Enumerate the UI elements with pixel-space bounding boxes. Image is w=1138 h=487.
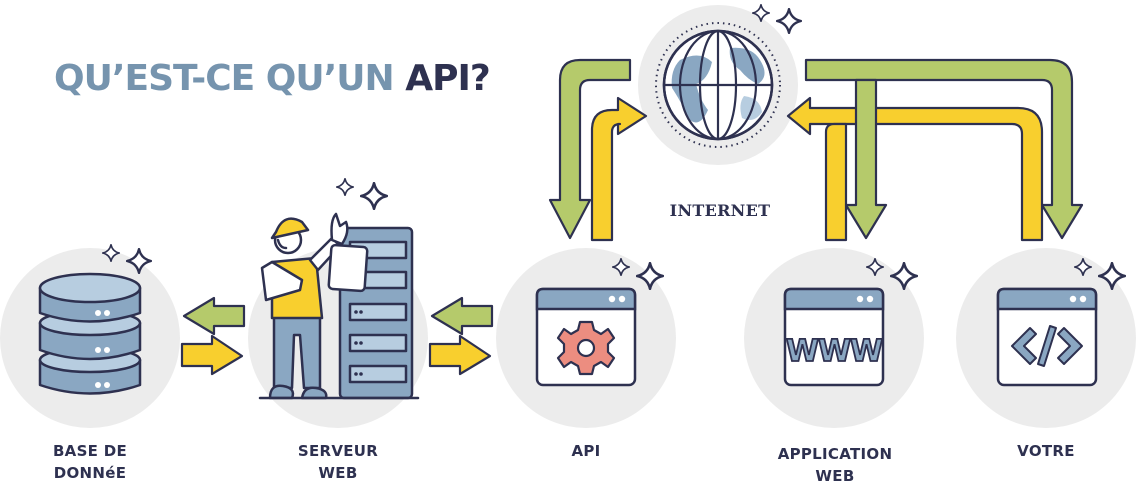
label-line: DONNéE [53,464,127,482]
sparkle-large-icon [776,8,802,34]
label-line: WEB [815,467,855,485]
green-arrow-internet-to-yours [804,58,1084,240]
yellow-arrow-api-to-internet [590,96,648,242]
yours-label: VOTRE [996,440,1096,462]
yellow-arrow-yours-to-internet [786,96,1044,242]
title-accent: API [405,58,471,99]
label-line: BASE DE [52,442,128,460]
green-arrow-api-to-server [430,296,494,336]
api-label: API [536,440,636,462]
label-line: INTERNET [669,201,771,220]
server-worker-icon [258,212,420,400]
globe-icon [655,22,781,148]
gear-window-icon [535,287,637,387]
green-arrow-internet-to-webapp [844,78,888,240]
www-window-icon: WWW [783,287,885,387]
yellow-arrow-db-to-server [180,334,244,376]
label-line: API [571,442,601,460]
internet-label: INTERNET [650,200,790,222]
label-line: APPLICATION [777,445,893,463]
page-title: QU’EST-CE QU’UN API? [54,58,491,99]
webapp-label: APPLICATION WEB [770,443,900,487]
label-line: WEB [318,464,358,482]
green-arrow-internet-to-api [548,58,632,240]
title-prefix: QU’EST-CE QU’UN [54,58,406,99]
database-label: BASE DE DONNéE [40,440,140,484]
sparkle-large-icon [360,182,388,210]
label-line: SERVEUR [297,442,379,460]
server-label: SERVEUR WEB [288,440,388,484]
database-icon [38,272,142,395]
sparkle-small-icon [336,178,354,196]
code-window-icon [996,287,1098,387]
label-line: VOTRE [1017,442,1075,460]
green-arrow-server-to-db [182,296,246,336]
svg-text:WWW: WWW [786,334,883,369]
internet-to-apps-arrows [786,58,1084,242]
yellow-arrow-server-to-api [428,334,492,376]
yellow-arrow-webapp-to-internet [824,122,848,242]
title-suffix: ? [469,58,491,99]
api-to-internet-arrows [548,58,648,242]
